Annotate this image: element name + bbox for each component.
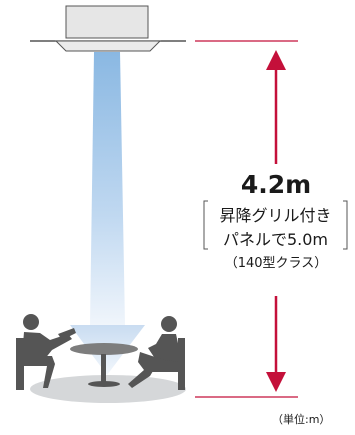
arrow-head-down: [266, 372, 286, 392]
ceiling-unit: [30, 5, 186, 52]
airflow-arrow: [70, 52, 145, 375]
note-line-class: （140型クラス）: [224, 256, 328, 271]
height-dimension: [195, 40, 298, 398]
note-bracket: [203, 200, 348, 250]
table: [70, 343, 138, 387]
arrow-head-up: [266, 50, 286, 70]
person-right-silhouette: [128, 316, 185, 390]
note-line-panel: パネルで5.0m: [222, 230, 329, 249]
note-box: 昇降グリル付き パネルで5.0m: [204, 200, 347, 249]
note-line-grille: 昇降グリル付き: [219, 206, 332, 225]
floor-shadow: [30, 375, 186, 403]
unit-label: （単位:m）: [272, 413, 331, 426]
height-value: 4.2m: [240, 170, 312, 199]
person-left-silhouette: [16, 314, 76, 390]
